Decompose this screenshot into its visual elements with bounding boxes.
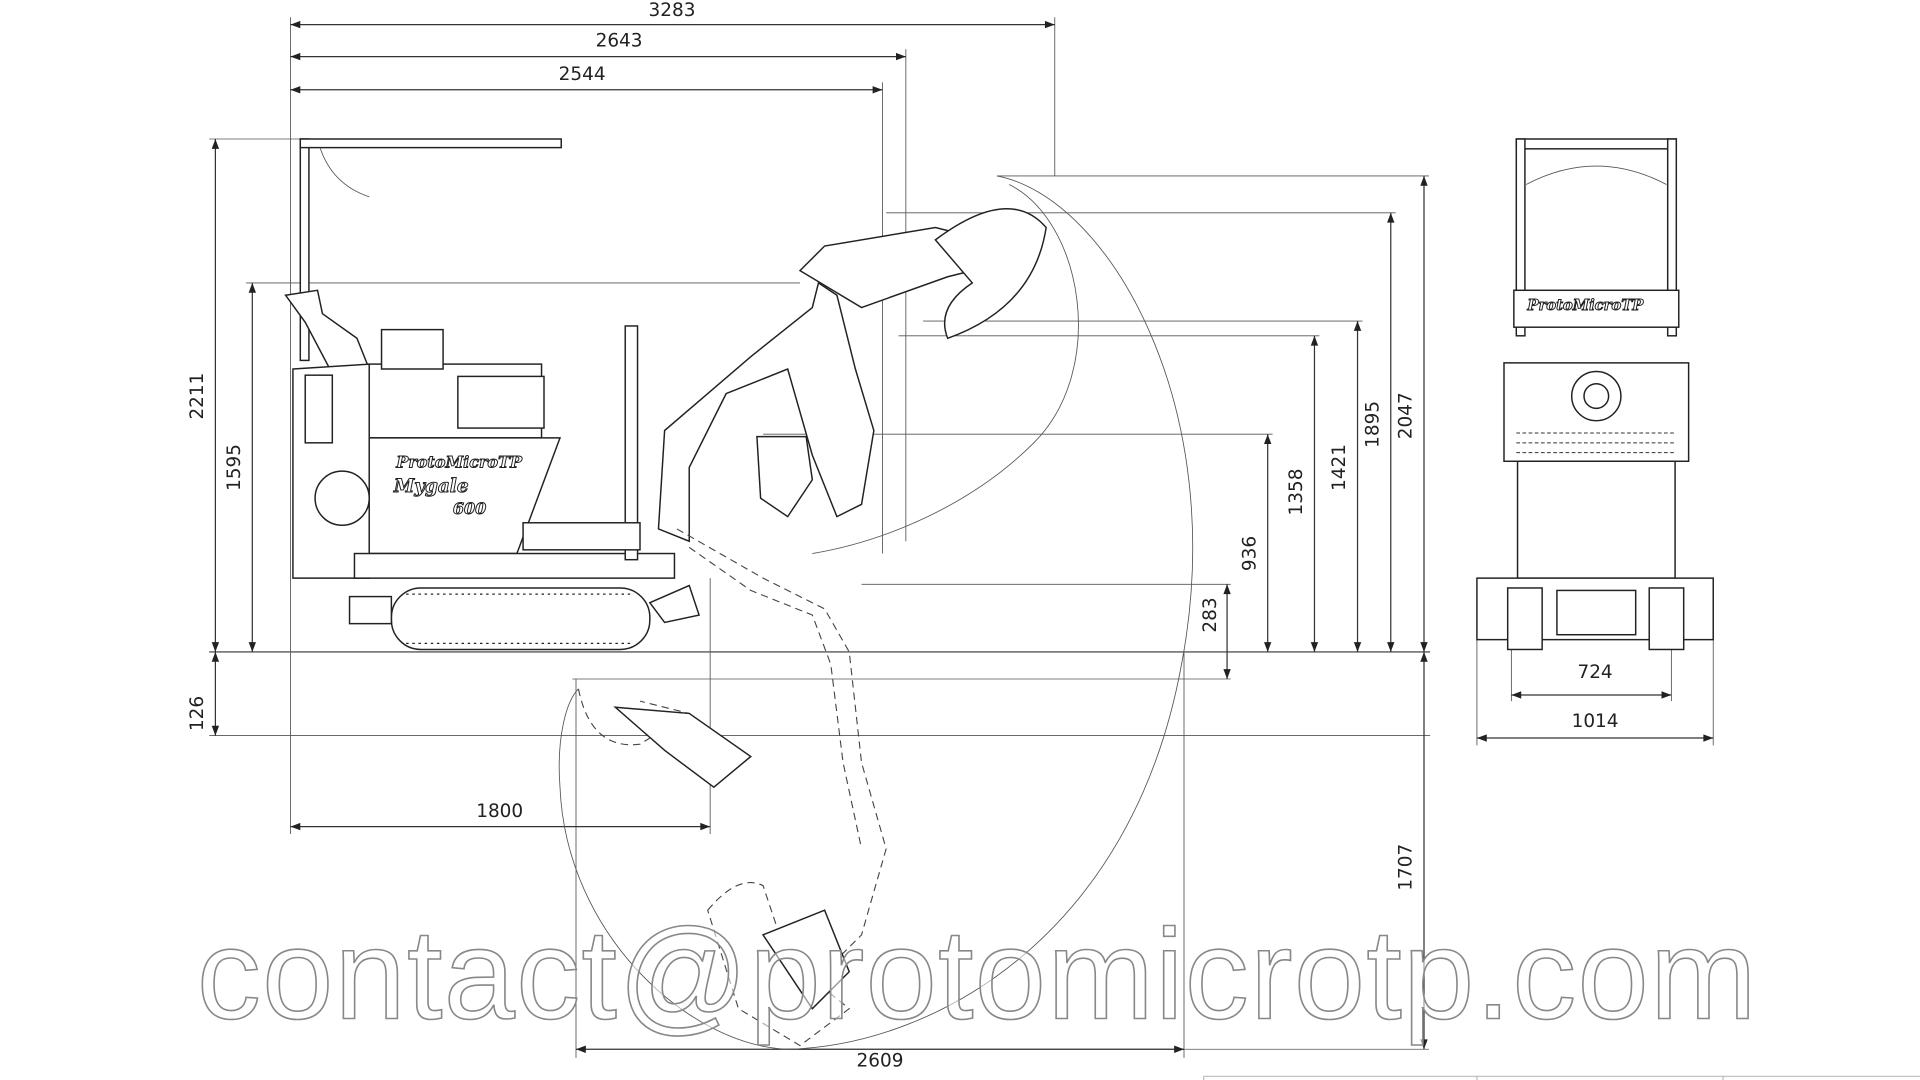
dimension-label: 2047 [1396,392,1417,439]
dimension-arrow [1044,20,1055,29]
dimension-arrow [1174,1045,1184,1053]
dimension-arrow [1476,734,1487,742]
dimension-3283: 3283 [290,0,1055,29]
dimension-2643: 2643 [290,31,906,61]
dimension-arrow [1661,691,1672,699]
dimension-label: 126 [187,696,208,731]
dimension-arrow [1420,651,1428,662]
dimension-arrow [1387,642,1395,652]
dimension-arrow [1420,175,1428,186]
dimension-2544: 2544 [290,64,883,94]
dimension-arrow [872,86,883,94]
front-brand-logo: ProtoMicroTP [1526,297,1644,314]
dimension-2047: 2047 [1396,175,1428,652]
title-block [1203,1075,1920,1080]
dimension-label: 2643 [596,31,643,52]
inner-reach-arc [812,184,1079,554]
reference-lines [209,17,1714,1058]
dimension-1421: 1421 [1329,321,1362,652]
dimension-arrow [290,20,301,29]
dimension-arrow [1420,1039,1428,1050]
watermark: contact@protomicrotp.com [197,904,1758,1047]
dimension-arrow [896,52,906,61]
dimension-1014: 1014 [1476,711,1714,742]
dimension-arrow [1387,212,1395,223]
dimension-936: 936 [1239,434,1272,652]
dimension-arrow [211,725,220,736]
dimension-1358: 1358 [1286,335,1319,652]
reach-envelope-arc [558,175,1194,1050]
dimension-arrow [576,1045,586,1053]
dimension-label: 2609 [857,1050,904,1071]
side-model-logo: Mygale [393,476,469,497]
dimension-label: 1358 [1286,469,1307,516]
dimension-arrow [290,86,301,94]
dimension-283: 283 [1200,584,1231,679]
dimension-arrow [1353,642,1362,652]
dimension-label: 1707 [1396,844,1417,891]
dimension-arrow [290,822,301,831]
front-view-excavator: ProtoMicroTP [1476,138,1714,651]
dimension-arrow [1353,321,1362,331]
dimension-arrow [1223,584,1231,595]
dimension-arrow [1420,642,1428,652]
side-view-excavator: ProtoMicroTP Mygale 600 [284,138,1047,1047]
dimension-label: 1595 [224,444,245,491]
dimension-126: 126 [187,651,220,736]
dimension-arrow [211,642,220,652]
dimension-1707: 1707 [1396,651,1428,1050]
dimension-arrow [1223,669,1231,679]
dimension-arrow [248,282,256,293]
dimension-arrow [1310,642,1319,652]
dimension-1595: 1595 [224,282,256,652]
side-model-number-logo: 600 [453,499,486,518]
dimension-arrow [1703,734,1714,742]
dimension-label: 724 [1577,662,1612,683]
dimension-2211: 2211 [187,138,220,652]
dimension-label: 1895 [1362,401,1383,448]
dimension-1895: 1895 [1362,212,1395,652]
dimension-724: 724 [1511,662,1672,699]
dimension-label: 3283 [649,0,696,21]
dimension-arrow [1310,335,1319,346]
dimension-1800: 1800 [290,801,711,831]
dimension-arrow [1264,642,1272,652]
dimension-arrow [1511,691,1522,699]
dimension-label: 2544 [559,64,606,85]
dimension-arrow [211,651,220,662]
dimension-arrow [211,138,220,149]
dimension-arrow [700,822,711,831]
dimension-arrow [290,52,301,61]
dimension-2609: 2609 [576,1045,1184,1071]
dimension-label: 936 [1239,536,1260,571]
dimension-arrow [248,642,256,652]
dimension-label: 1421 [1329,444,1350,491]
side-brand-logo: ProtoMicroTP [395,452,523,471]
dimension-arrow [1264,434,1272,445]
dimension-label: 2211 [187,373,208,420]
dimension-label: 1014 [1572,711,1619,732]
dimension-label: 283 [1200,597,1221,632]
dimension-lines: 3283 2643 2544 2211 1595 126 1800 2609 283 936 135… [187,0,1714,1071]
dimension-label: 1800 [476,801,523,822]
